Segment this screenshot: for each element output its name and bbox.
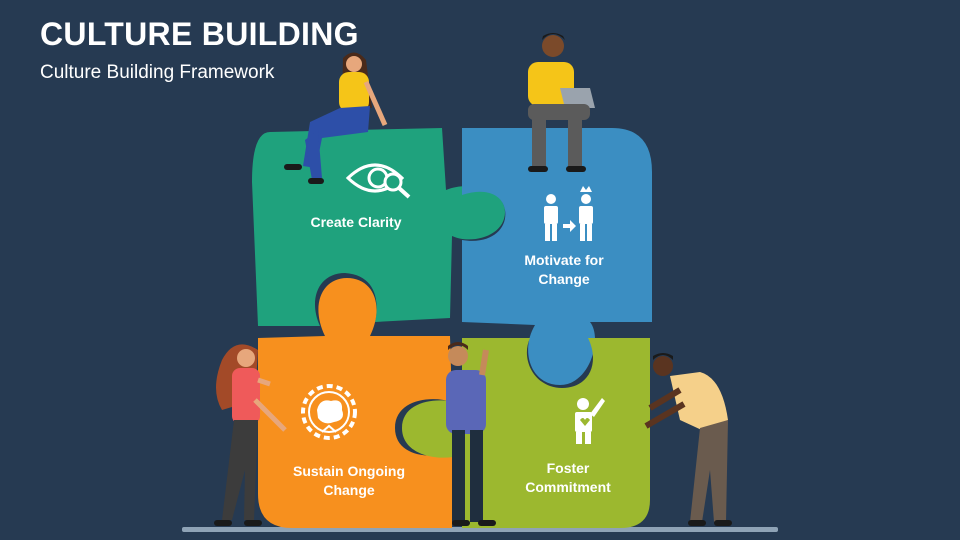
man-placing-piece-figure bbox=[446, 342, 496, 526]
woman-pushing-figure bbox=[214, 344, 287, 526]
eye-search-icon bbox=[345, 163, 411, 199]
piece-label-motivate-for-change: Motivate for Change bbox=[524, 252, 604, 287]
ground-line bbox=[182, 527, 778, 532]
man-pushing-figure bbox=[644, 353, 732, 526]
slide-subtitle: Culture Building Framework bbox=[40, 62, 275, 83]
piece-label-sustain-ongoing-change: Sustain Ongoing Change bbox=[293, 463, 405, 498]
piece-label-create-clarity: Create Clarity bbox=[310, 214, 402, 230]
slide-title: CULTURE BUILDING bbox=[40, 16, 359, 52]
gear-brain-icon bbox=[301, 384, 357, 440]
piece-label-foster-commitment: Foster Commitment bbox=[525, 460, 611, 495]
person-transform-icon bbox=[544, 186, 593, 241]
person-heart-icon bbox=[575, 398, 605, 444]
man-laptop-figure bbox=[528, 33, 595, 172]
puzzle-piece-motivate-for-change bbox=[462, 128, 652, 385]
woman-sitting-figure bbox=[284, 52, 388, 184]
